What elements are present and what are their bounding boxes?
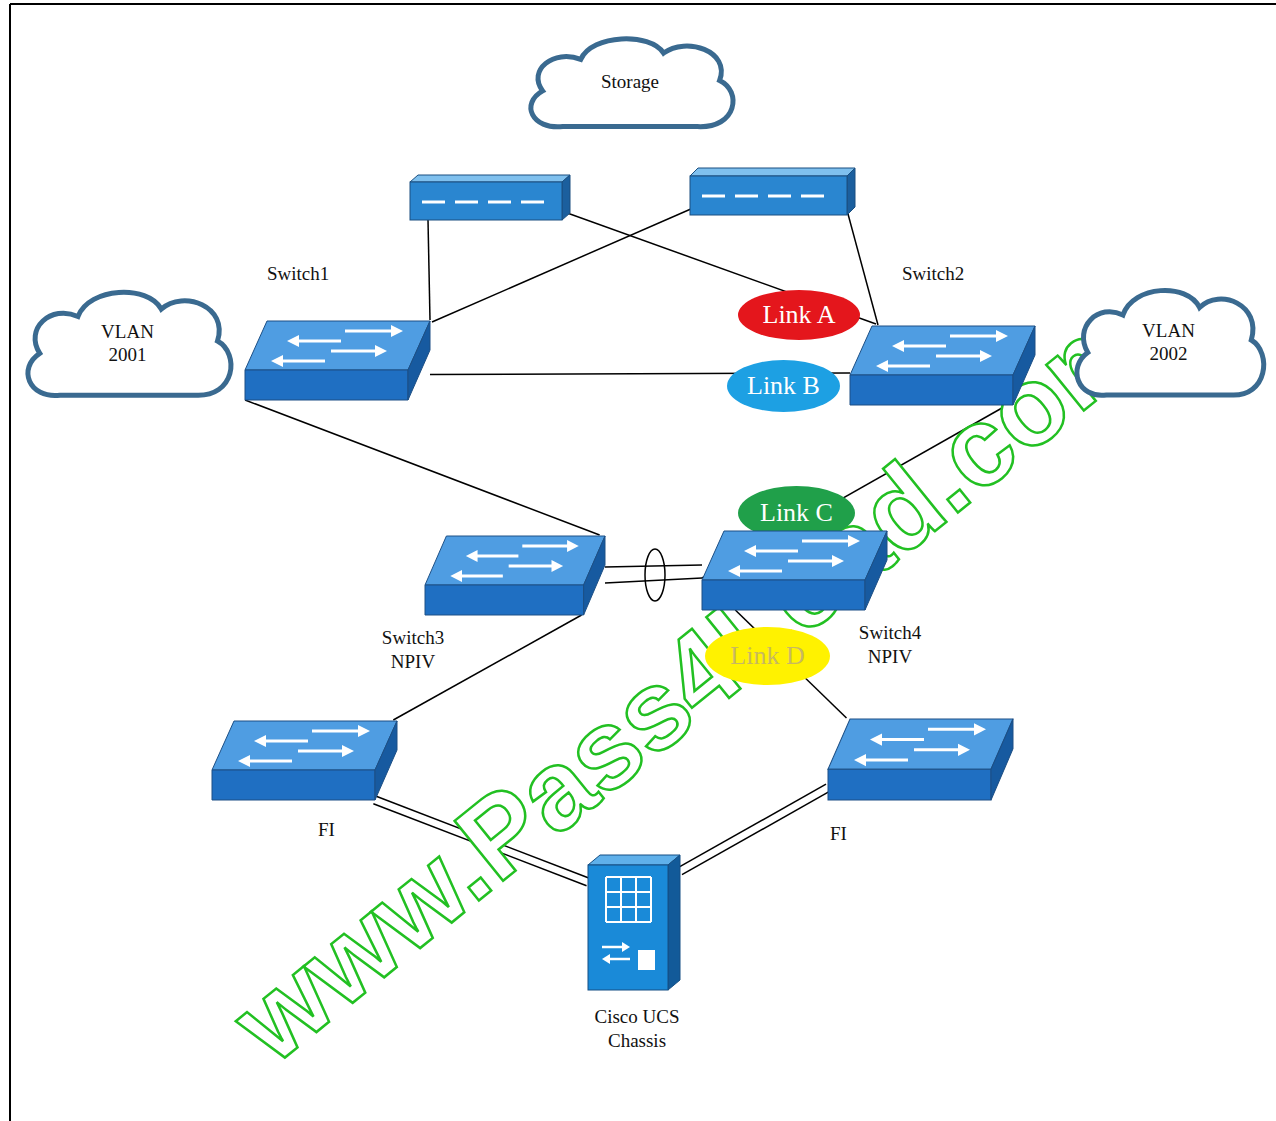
- device-label: Switch1: [267, 262, 329, 286]
- connector-line: [678, 784, 826, 868]
- link-label: Link B: [747, 370, 820, 401]
- port-channel-ring: [645, 549, 665, 601]
- device-label: Switch2: [902, 262, 964, 286]
- device-label: Cisco UCS Chassis: [582, 1005, 692, 1053]
- connector: [245, 400, 600, 535]
- cloud-node: VLAN 2002: [1065, 280, 1272, 405]
- storage-device: [690, 168, 855, 215]
- device-label: Switch3 NPIV: [373, 626, 453, 674]
- connector-line: [605, 578, 702, 583]
- cloud-node: VLAN 2001: [15, 282, 240, 405]
- connector-line: [682, 791, 830, 875]
- cloud-label: VLAN 2001: [93, 321, 163, 367]
- link-label: Link D: [730, 640, 804, 671]
- cloud-label: Storage: [601, 71, 659, 94]
- chassis-icon: [588, 855, 680, 990]
- device-label: FI: [318, 818, 335, 842]
- switch-node: FI: [828, 718, 1013, 800]
- switch-node: FI: [212, 720, 397, 800]
- switch-node: Switch4 NPIV: [702, 530, 887, 610]
- chassis-node: Cisco UCS Chassis: [588, 855, 680, 990]
- connector: [678, 784, 830, 874]
- switch-icon: [828, 718, 1013, 800]
- storage-device: [410, 175, 570, 220]
- cloud-label: VLAN 2002: [1134, 320, 1204, 366]
- link-ellipse-node: Link A: [738, 290, 860, 340]
- switch-icon: [212, 720, 397, 800]
- switch-node: Switch2: [850, 325, 1035, 405]
- connector: [605, 578, 702, 583]
- device-label: Switch4 NPIV: [850, 621, 930, 669]
- frame-line: [10, 3, 1276, 5]
- switch-node: Switch3 NPIV: [425, 535, 605, 615]
- link-ellipse-node: Link B: [727, 360, 840, 412]
- switch-icon: [850, 325, 1035, 405]
- connector-line: [245, 400, 600, 535]
- device-label: FI: [830, 822, 847, 846]
- switch-icon: [702, 530, 887, 610]
- link-ellipse-node: Link D: [705, 627, 830, 685]
- frame-line: [9, 4, 11, 1121]
- switch-node: Switch1: [245, 320, 430, 400]
- cloud-node: Storage: [518, 30, 742, 135]
- switch-icon: [245, 320, 430, 400]
- port-channel-line: [605, 565, 702, 567]
- link-label: Link A: [763, 299, 836, 330]
- link-label: Link C: [760, 497, 833, 528]
- switch-icon: [425, 535, 605, 615]
